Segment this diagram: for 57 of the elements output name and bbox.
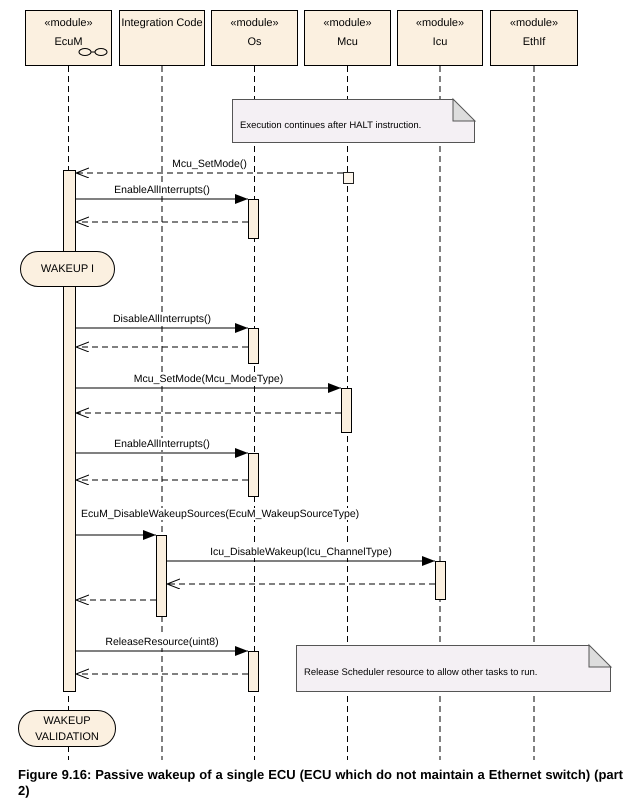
activation-bar	[248, 328, 259, 364]
message-label: ReleaseResource(uint8)	[104, 636, 220, 648]
return-arrow	[76, 408, 342, 418]
lifeline-head	[490, 10, 578, 66]
lifeline-name: «module»	[322, 16, 373, 31]
return-arrow	[76, 594, 156, 606]
lifeline-name: «module»	[43, 16, 94, 31]
activation-bar	[248, 199, 259, 239]
message-label: EnableAllInterrupts()	[113, 438, 211, 450]
state-box	[20, 251, 115, 287]
lifeline-name: Mcu	[336, 35, 359, 50]
note	[232, 99, 475, 143]
message-arrow	[76, 646, 248, 656]
note	[296, 645, 611, 692]
message-arrow	[76, 323, 248, 333]
message-label: Icu_DisableWakeup(Icu_ChannelType)	[209, 546, 393, 558]
state-box	[18, 710, 116, 747]
message-label: Mcu_SetMode()	[171, 158, 248, 170]
state-name: WAKEUP VALIDATION	[34, 714, 100, 744]
return-arrow	[76, 474, 248, 486]
message-label: DisableAllInterrupts()	[112, 313, 212, 325]
lifeline-name: EthIf	[522, 35, 546, 50]
lifeline-head	[25, 10, 112, 66]
activation-bar	[156, 535, 167, 617]
message-arrow	[166, 556, 436, 566]
activation-bar	[435, 561, 446, 600]
activation-bar	[248, 453, 259, 497]
return-arrow	[76, 342, 248, 352]
return-arrow	[76, 168, 344, 178]
lifeline-name: EcuM	[53, 35, 84, 50]
activation-bar	[341, 388, 352, 433]
lifeline-name: Os	[246, 35, 263, 50]
message-arrow	[76, 530, 156, 540]
lifeline-head	[304, 10, 391, 66]
message-label: Mcu_SetMode(Mcu_ModeType)	[132, 373, 284, 385]
return-arrow	[76, 668, 248, 680]
note-text: Execution continues after HALT instruction.	[240, 120, 422, 130]
lifeline-name: Icu	[432, 35, 448, 50]
message-arrow	[76, 194, 248, 204]
lifeline-head	[119, 10, 205, 66]
message-label: EcuM_DisableWakeupSources(EcuM_WakeupSourceType)	[80, 508, 360, 520]
lifeline-name: «module»	[229, 16, 280, 31]
message-arrow	[76, 383, 342, 393]
return-arrow	[76, 216, 248, 228]
execution-box	[343, 172, 354, 184]
message-arrow	[76, 448, 248, 458]
lifeline-head	[211, 10, 298, 66]
figure-caption: Figure 9.16: Passive wakeup of a single ECU (ECU which do not maintain a Ethernet switch) (part 2)	[18, 767, 623, 799]
note-text: Release Scheduler resource to allow other tasks to run.	[304, 667, 538, 678]
state-name: WAKEUP I	[40, 262, 94, 277]
activation-bar	[248, 651, 259, 692]
message-label: EnableAllInterrupts()	[113, 184, 211, 196]
lifeline-name: Integration Code	[120, 16, 204, 31]
lifeline-name: «module»	[508, 16, 560, 31]
return-arrow	[166, 578, 436, 590]
lifeline-name: «module»	[414, 16, 466, 31]
lifeline-head	[397, 10, 483, 66]
